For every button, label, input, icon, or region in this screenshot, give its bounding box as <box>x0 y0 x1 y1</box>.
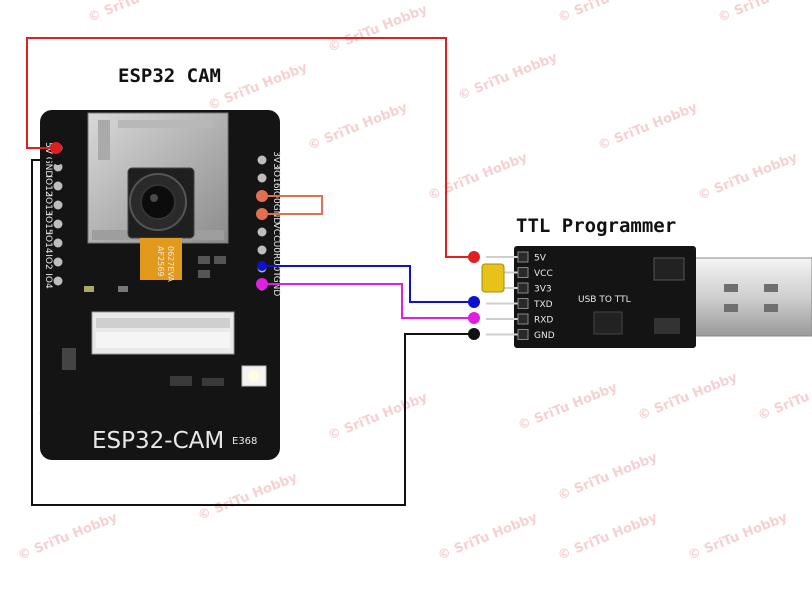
watermark-text: © SriTu Hobby <box>756 370 812 424</box>
watermark-text: © SriTu Hobby <box>306 100 410 154</box>
watermark-text: © SriTu Hobby <box>456 50 560 104</box>
watermark-text: © SriTu Hobby <box>556 450 660 504</box>
esp-left-pin-label: IO4 <box>43 273 53 289</box>
wire-tx <box>262 265 474 303</box>
flex-text-2: 0627EVA <box>166 246 175 282</box>
led-flash-icon <box>241 365 267 387</box>
watermark-text: © SriTu Hobby <box>596 100 700 154</box>
esp32-title: ESP32 CAM <box>118 65 221 87</box>
watermark-text: © SriTu Hobby <box>556 0 660 26</box>
esp-left-pin <box>53 276 63 286</box>
dot-esp-gnd2 <box>256 208 268 220</box>
ttl-pin-label: 5V <box>534 254 547 264</box>
esp-left-pin-label: IO12 <box>43 175 53 196</box>
esp-right-pin <box>257 173 267 183</box>
esp-right-pin-label: GND <box>271 276 281 297</box>
dot-esp-gnd <box>54 157 62 165</box>
watermark-text: © SriTu Hobby <box>16 510 120 564</box>
wires <box>26 37 474 506</box>
wire-io0-jumper <box>262 195 323 215</box>
esp-right-pin <box>257 245 267 255</box>
ttl-programmer-title: TTL Programmer <box>516 215 676 237</box>
watermark-text: © SriTu Hobby <box>686 510 790 564</box>
watermark-text: © SriTu Hobby <box>326 2 430 56</box>
esp-left-pin <box>53 257 63 267</box>
watermark-text: © SriTu Hobby <box>206 60 310 114</box>
camera-flex-cable <box>140 238 182 280</box>
wire-endpoints <box>50 142 480 340</box>
watermark-text: © SriTu Hobby <box>636 370 740 424</box>
esp-right-pin <box>257 227 267 237</box>
ttl-pin-pad <box>517 267 529 278</box>
watermark-text: © SriTu Hobby <box>516 380 620 434</box>
watermark-text: © SriTu Hobby <box>696 150 800 204</box>
esp-right-pin-label: U0T <box>271 259 281 277</box>
flex-text-1: AF2569 <box>156 246 165 276</box>
esp-right-pin <box>257 155 267 165</box>
ttl-silk-label: USB TO TTL <box>578 295 631 305</box>
dot-ttl-gnd <box>468 328 480 340</box>
ttl-pin-pad <box>517 282 529 294</box>
dot-ttl-5v <box>468 251 480 263</box>
esp-left-pin <box>53 238 63 248</box>
ttl-pin-label: TXD <box>533 300 553 310</box>
watermark-text: © SriTu Hobby <box>196 470 300 524</box>
esp-left-pin-label: IO14 <box>43 232 53 253</box>
esp-left-pin-label: IO15 <box>43 213 53 234</box>
camera-lens-icon <box>127 167 195 239</box>
dot-ttl-txd <box>468 296 480 308</box>
dot-esp-u0r <box>257 261 267 271</box>
esp-right-pin-label: 3V3 <box>271 151 281 169</box>
ttl-pin-pad <box>517 329 529 340</box>
esp-left-pin <box>53 162 63 172</box>
wire-5v <box>26 37 474 258</box>
ttl-pin-pad <box>517 251 529 263</box>
wire-rx <box>262 283 474 319</box>
ttl-pin-pad <box>517 313 529 325</box>
watermark-text: © SriTu Hobby <box>436 510 540 564</box>
esp-left-pin <box>53 181 63 191</box>
ttl-pin-label: GND <box>534 331 555 341</box>
esp-left-pin <box>53 219 63 229</box>
board-silk-label: ESP32-CAM <box>92 428 224 454</box>
watermark-text: © SriTu Hobby <box>556 510 660 564</box>
watermark-text: © SriTu Hobby <box>426 150 530 204</box>
wire-gnd <box>31 159 474 506</box>
ttl-pin-label: 3V3 <box>534 285 552 295</box>
ttl-pin-label: VCC <box>534 269 553 279</box>
watermark-text: © SriTu Hobby <box>716 0 812 26</box>
watermark-text: © SriTu Hobby <box>86 0 190 26</box>
esp-left-pin-label: GND <box>43 157 53 178</box>
board-code-label: E368 <box>232 436 257 447</box>
fpc-connector <box>91 311 235 355</box>
watermark-text: © SriTu Hobby <box>326 390 430 444</box>
dot-esp-io0 <box>256 190 268 202</box>
usb-plug-icon <box>689 257 812 337</box>
dot-esp-u0t <box>256 278 268 290</box>
esp-right-pin-label: U0R <box>271 241 281 260</box>
esp-right-pin-label: IO16 <box>271 167 281 188</box>
dot-esp-5v <box>50 142 62 154</box>
ttl-pin-label: RXD <box>534 316 553 326</box>
esp32-cam-board: AF2569 0627EVA ESP32-CAM E368 5VGNDIO12I… <box>40 110 281 460</box>
esp-right-pin-label: VCC <box>271 223 281 242</box>
dot-ttl-rxd <box>468 312 480 324</box>
ttl-pin-pad <box>517 298 529 309</box>
esp-left-pin-label: IO2 <box>43 254 53 269</box>
jumper-cap <box>481 263 505 293</box>
esp-left-pin <box>53 200 63 210</box>
esp-left-pin-label: IO13 <box>43 194 53 215</box>
